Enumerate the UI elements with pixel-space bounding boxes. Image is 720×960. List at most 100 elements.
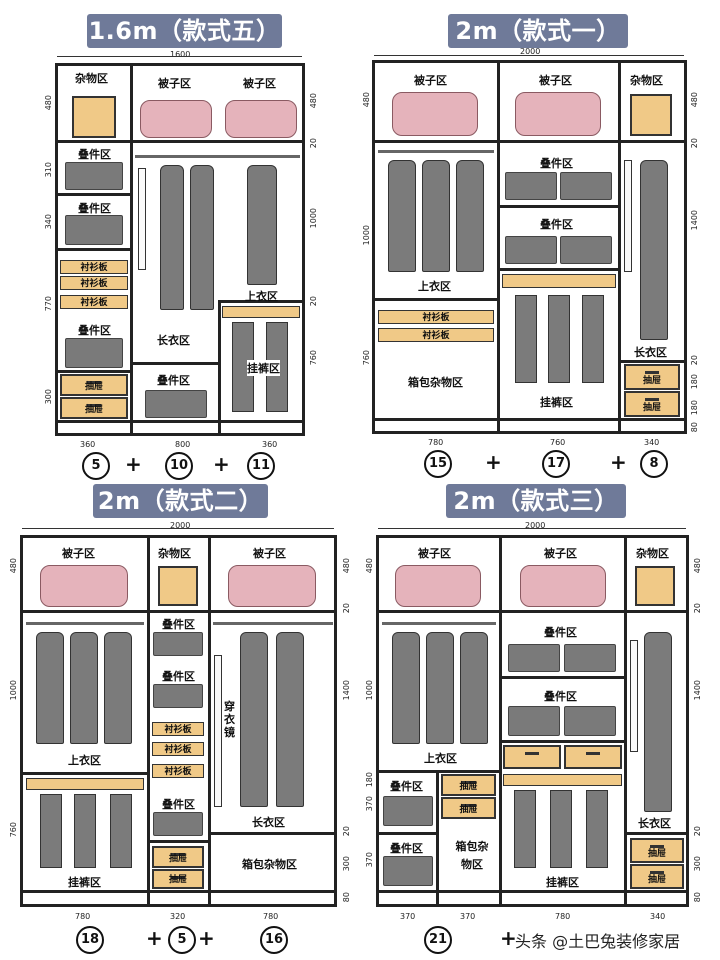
drawer[interactable]: 抽屉	[630, 864, 684, 889]
folded-clothes	[65, 338, 123, 368]
shelf	[497, 268, 620, 271]
module-number: 15	[424, 450, 452, 478]
zone-label-quilt: 被子区	[539, 74, 572, 87]
zone-label-long-coat: 长衣区	[634, 346, 667, 359]
height-dim: 1400	[342, 680, 351, 701]
divider	[618, 60, 621, 434]
drawer[interactable]	[564, 745, 622, 769]
drawer[interactable]: 抽屉	[441, 774, 496, 796]
shelf	[376, 832, 438, 835]
height-dim: 1000	[309, 208, 318, 229]
zone-label-top-coat: 上衣区	[418, 280, 451, 293]
zone-label-quilt: 被子区	[243, 77, 276, 90]
shirt-board: 衬衫板	[152, 764, 204, 778]
hanging-rod	[213, 622, 333, 625]
height-dim: 20	[693, 603, 702, 614]
height-dim: 1000	[9, 680, 18, 701]
total-width-dim: 2000	[520, 47, 541, 56]
drawer[interactable]: 抽屉	[152, 869, 204, 889]
shirt-board: 衬衫板	[152, 722, 204, 736]
long-coat	[160, 165, 184, 310]
trousers	[514, 790, 536, 868]
height-dim: 480	[693, 558, 702, 574]
shirt-board-label: 衬衫板	[164, 767, 192, 777]
zone-label-quilt: 被子区	[62, 547, 95, 560]
dim-line	[22, 528, 334, 529]
height-dim: 180	[690, 400, 699, 416]
drawer-label: 抽屉	[642, 376, 661, 386]
drawer[interactable]: 抽屉	[441, 797, 496, 819]
shirt-board-label: 衬衫板	[80, 298, 108, 308]
zone-label-long-coat: 长衣区	[638, 817, 671, 830]
drawer[interactable]: 抽屉	[624, 364, 680, 390]
zone-label-top-coat: 上衣区	[424, 752, 457, 765]
drawer[interactable]: 抽屉	[624, 391, 680, 417]
divider	[436, 770, 439, 907]
height-dim: 80	[693, 892, 702, 903]
storage-box	[72, 96, 116, 138]
shirt-board-label: 衬衫板	[422, 313, 450, 323]
drawer[interactable]: 抽屉	[630, 838, 684, 863]
hanging-rod	[135, 155, 300, 158]
drawer[interactable]: 抽屉	[152, 846, 204, 868]
long-coat	[640, 160, 668, 340]
storage-box	[635, 566, 675, 606]
zone-label-folding: 叠件区	[157, 374, 190, 387]
drawer-label: 抽屉	[647, 849, 666, 859]
zone-label-misc: 杂物区	[636, 547, 669, 560]
shirt-board: 衬衫板	[378, 310, 494, 324]
module-number: 11	[247, 452, 275, 480]
zone-label-luggage: 箱包杂物区	[242, 858, 297, 871]
trouser-rack	[503, 774, 622, 786]
shelf	[20, 610, 337, 613]
shelf	[130, 362, 220, 365]
zone-label-quilt: 被子区	[418, 547, 451, 560]
width-dim: 800	[175, 440, 191, 449]
quilt-stack	[520, 565, 606, 607]
trouser-rack	[502, 274, 616, 288]
folded-clothes	[65, 215, 123, 245]
folded-clothes	[383, 856, 433, 886]
panel-title: 2m（款式三）	[446, 484, 626, 518]
mirror-strip	[624, 160, 632, 272]
drawer[interactable]: 抽屉	[60, 397, 128, 419]
shelf	[376, 890, 689, 893]
height-dim: 20	[693, 826, 702, 837]
width-dim: 760	[550, 438, 566, 447]
drawer[interactable]: 抽屉	[60, 374, 128, 396]
height-dim: 180	[365, 772, 374, 788]
module-number: 5	[82, 452, 110, 480]
zone-label-top-coat: 上衣区	[245, 290, 278, 303]
width-dim: 370	[460, 912, 476, 921]
trousers	[515, 295, 537, 383]
shelf	[624, 832, 689, 835]
shirt-board-label: 衬衫板	[80, 263, 108, 273]
trousers	[40, 794, 62, 868]
panel-title: 1.6m（款式五）	[87, 14, 282, 48]
height-dim: 300	[44, 389, 53, 405]
drawer-label: 抽屉	[84, 405, 103, 415]
zone-label-misc: 杂物区	[630, 74, 663, 87]
zone-label-long-coat: 长衣区	[252, 816, 285, 829]
zone-label-trousers: 挂裤区	[540, 396, 573, 409]
zone-label-quilt: 被子区	[253, 547, 286, 560]
drawer[interactable]	[503, 745, 561, 769]
zone-label-misc: 杂物区	[158, 547, 191, 560]
zone-label-folding: 叠件区	[544, 626, 577, 639]
shelf	[376, 610, 689, 613]
shelf	[372, 140, 687, 143]
height-dim: 480	[342, 558, 351, 574]
height-dim: 370	[365, 796, 374, 812]
plus-sign: +	[146, 926, 163, 950]
height-dim: 180	[690, 374, 699, 390]
zone-label-folding: 叠件区	[544, 690, 577, 703]
quilt-stack	[40, 565, 128, 607]
width-dim: 370	[400, 912, 416, 921]
height-dim: 20	[309, 138, 318, 149]
shelf	[208, 832, 337, 835]
height-dim: 310	[44, 162, 53, 178]
height-dim: 370	[365, 852, 374, 868]
folded-clothes	[505, 172, 557, 200]
folded-clothes	[564, 644, 616, 672]
trousers	[110, 794, 132, 868]
